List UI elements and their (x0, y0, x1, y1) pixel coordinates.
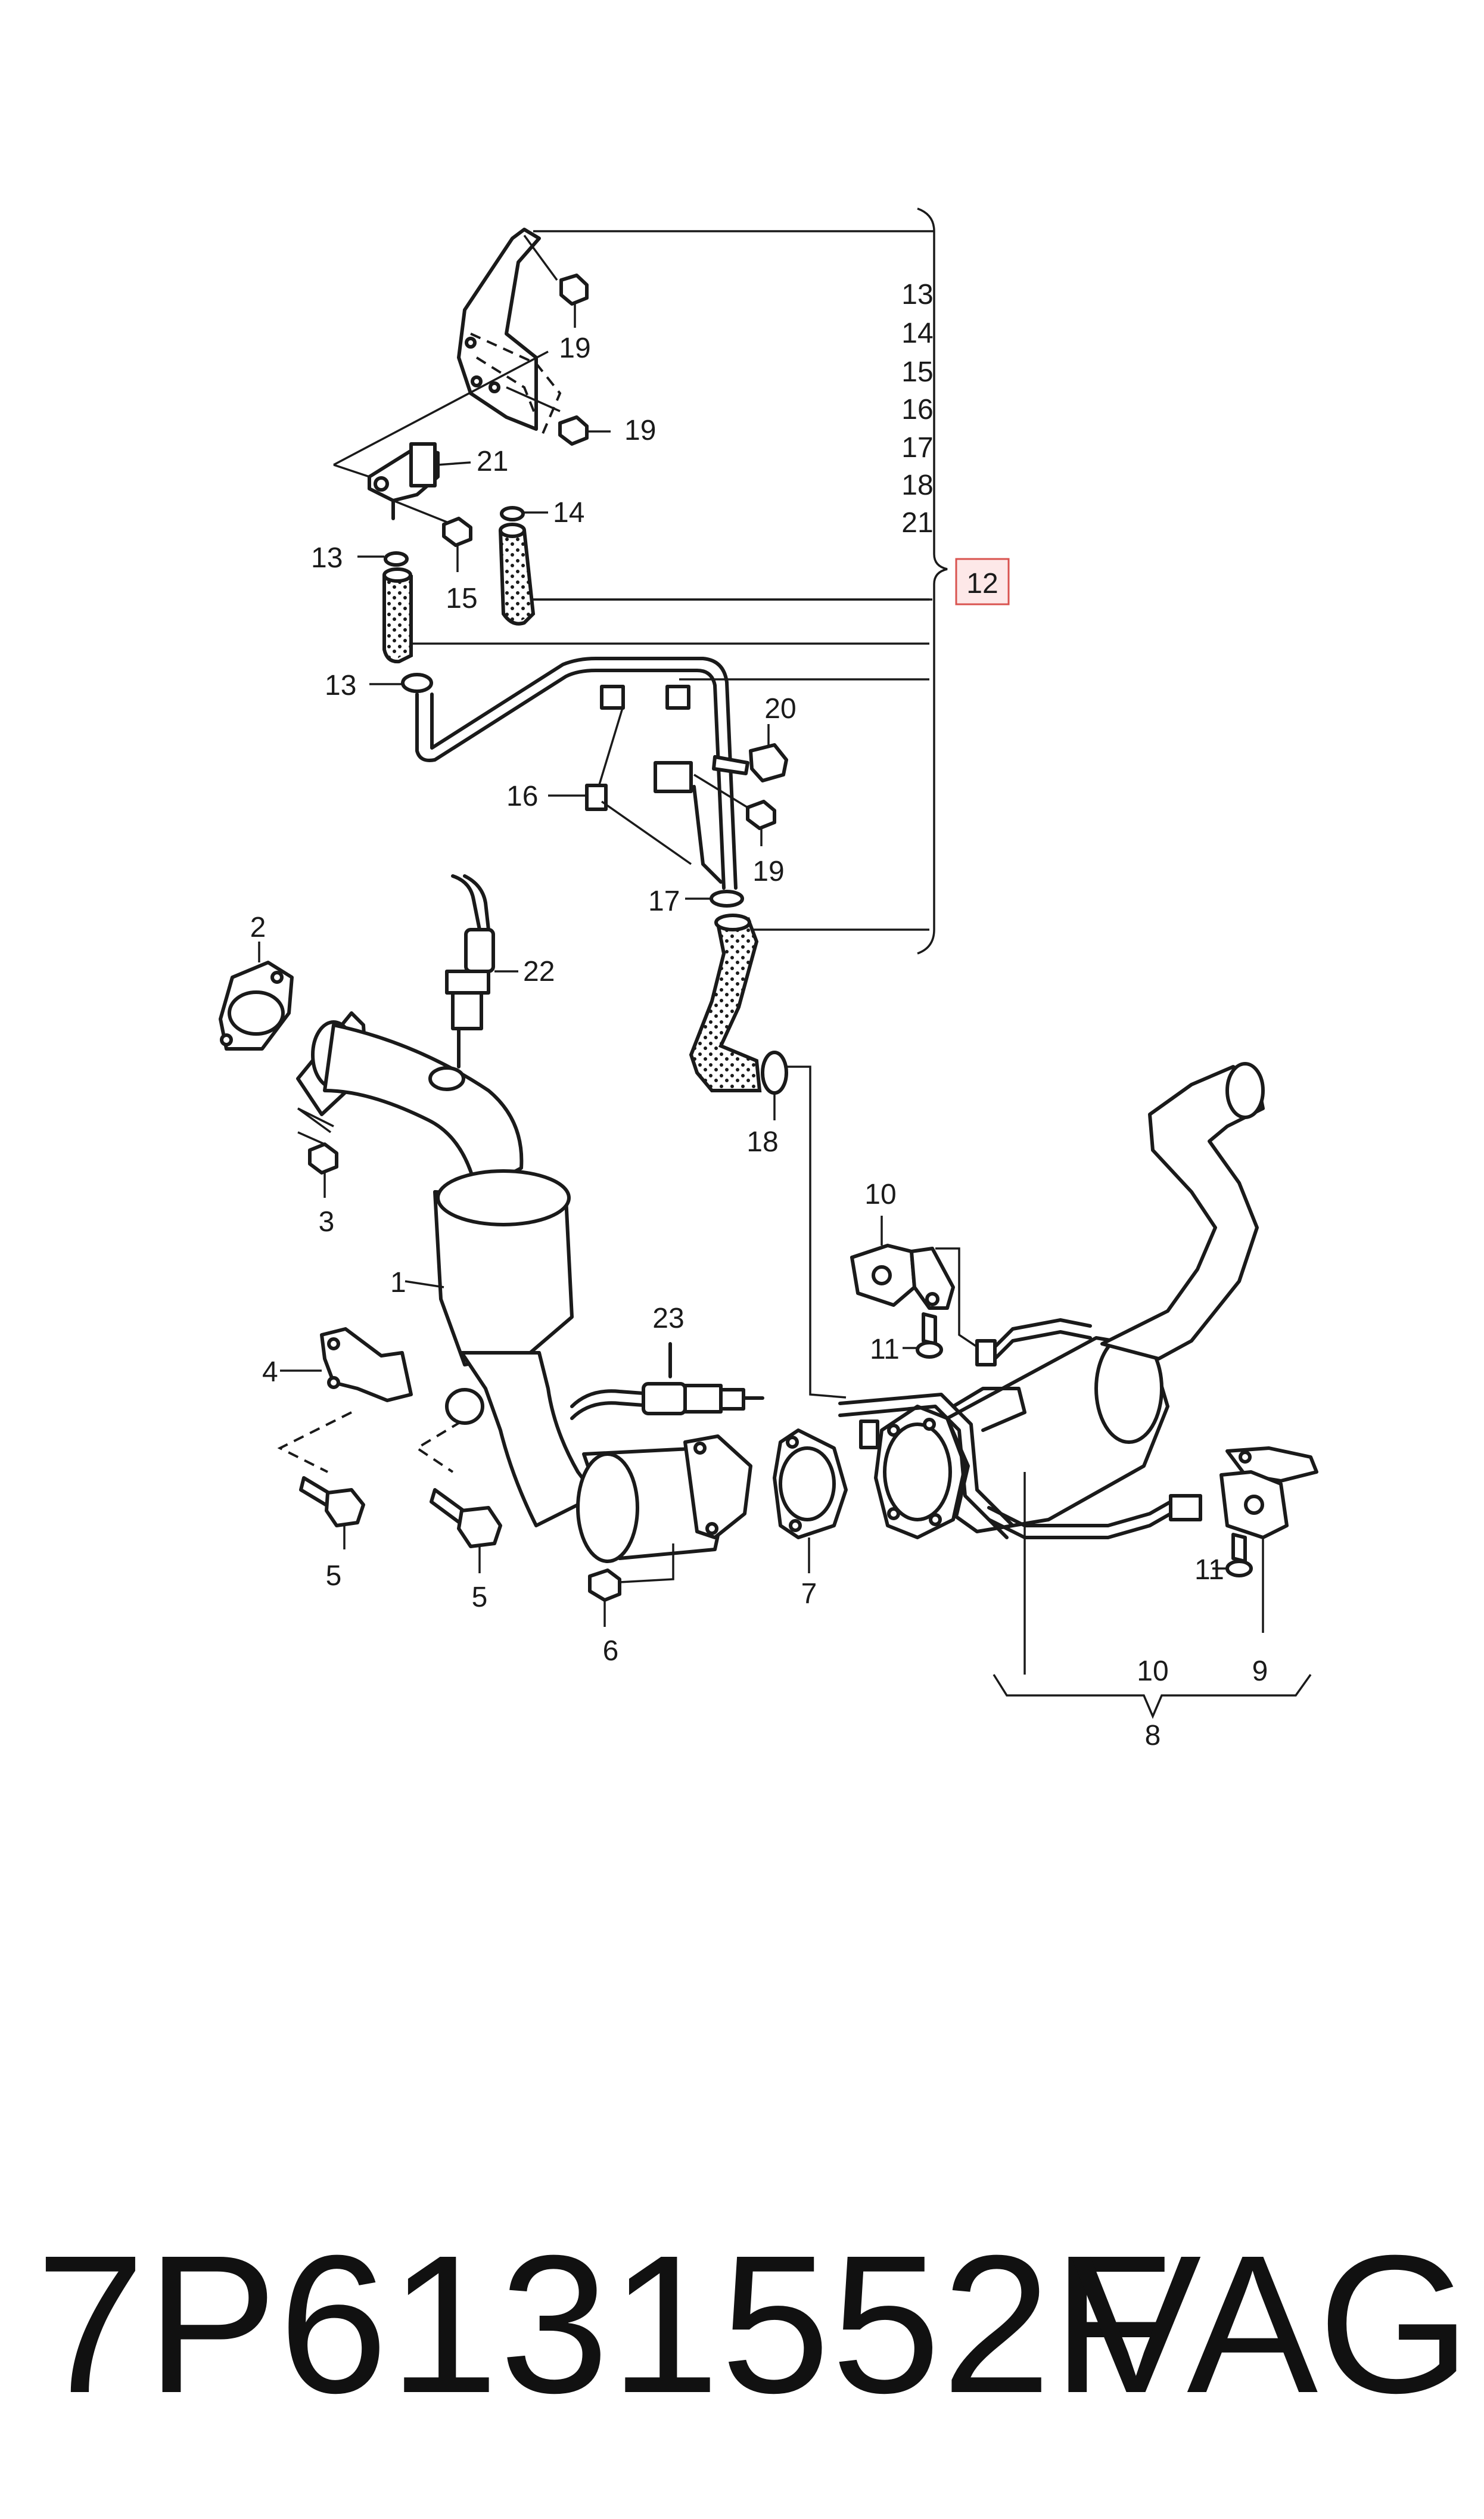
label-19a: 19 (559, 333, 590, 364)
heat-shield-bracket (333, 228, 562, 478)
long-hose (689, 914, 762, 1092)
label-5a: 5 (326, 1560, 342, 1592)
label-8: 8 (1145, 1720, 1161, 1751)
bracket-list-item: 17 (901, 432, 933, 464)
bracket-list-item: 15 (901, 356, 933, 388)
label-10b: 10 (1137, 1655, 1168, 1687)
group-8-bracket (993, 1673, 1312, 1719)
part-16-clip (548, 707, 692, 865)
label-17: 17 (648, 886, 680, 917)
part-13-hose-clamp-lower (369, 673, 433, 693)
part-1-front-pipe-catalyst (296, 1011, 598, 1527)
part-9-rubber-hanger-lower (1219, 1446, 1318, 1633)
part-7-gasket (773, 1428, 848, 1573)
part-13-hose-clamp-left (357, 551, 409, 567)
label-20: 20 (764, 693, 796, 725)
part-3-nut (297, 1131, 338, 1198)
label-11b: 11 (1194, 1554, 1224, 1586)
part-19-nut-middle (558, 415, 611, 446)
part-5-bolt-left (299, 1476, 365, 1549)
part-4-bracket (277, 1327, 413, 1473)
part-15-nut (442, 517, 472, 572)
middle-catalyst (576, 1434, 752, 1563)
part-19-nut-lower (693, 774, 776, 846)
brand-name: VAG (1070, 2214, 1471, 2434)
bracket-list-item: 21 (901, 507, 933, 539)
part-11-bolt-lower (1212, 1533, 1253, 1577)
part-6-nut (588, 1543, 674, 1627)
part-20-bolt (712, 724, 788, 782)
label-19b: 19 (624, 415, 656, 446)
label-13b: 13 (325, 670, 356, 701)
label-1: 1 (390, 1267, 406, 1299)
label-7: 7 (801, 1578, 817, 1610)
part-8-particulate-filter (838, 1062, 1265, 1675)
part-10-rubber-hanger-upper (850, 1216, 978, 1348)
label-12: 12 (966, 568, 998, 600)
bracket-list-item: 13 (901, 279, 933, 310)
part-23-lambda-probe (570, 1342, 764, 1420)
label-13a: 13 (311, 542, 343, 574)
label-2: 2 (250, 912, 266, 943)
label-5b: 5 (472, 1582, 488, 1613)
label-9: 9 (1252, 1655, 1268, 1687)
label-22: 22 (523, 956, 555, 987)
label-16: 16 (506, 781, 538, 812)
part-21-pressure-sensor (368, 442, 471, 526)
highlighted-part-12[interactable]: 12 (955, 558, 1010, 605)
pressure-pipe (415, 657, 738, 890)
label-21: 21 (477, 446, 508, 477)
label-10a: 10 (864, 1179, 896, 1210)
part-17-clamp (685, 890, 744, 908)
label-11a: 11 (870, 1334, 900, 1365)
label-6: 6 (603, 1635, 619, 1667)
small-hose-right (499, 523, 536, 626)
label-23: 23 (652, 1303, 684, 1334)
group-12-bracket (386, 207, 948, 955)
bracket-list-item: 14 (901, 318, 933, 349)
part-5-bolt-right (415, 1388, 502, 1573)
part-18-clamp (761, 1051, 847, 1399)
label-19c: 19 (752, 856, 784, 887)
label-3: 3 (319, 1206, 335, 1238)
label-4: 4 (262, 1356, 278, 1388)
part-2-gasket (219, 942, 294, 1051)
part-number: 7P6131552F (36, 2214, 1174, 2434)
bracket-list-item: 16 (901, 394, 933, 425)
callout-labels: 19 19 21 14 13 15 13 20 16 19 17 2 22 18… (250, 333, 1268, 1751)
part-19-nut-top (559, 274, 589, 328)
bracket-list-item: 18 (901, 470, 933, 501)
bracket-list: 13 14 15 16 17 18 21 (901, 279, 933, 539)
label-14: 14 (553, 497, 584, 529)
part-22-lambda-probe (445, 874, 518, 1069)
part-14-hose-clamp-right (500, 506, 548, 521)
label-15: 15 (446, 583, 477, 614)
part-11-bolt-upper (903, 1312, 943, 1359)
small-hose-left (382, 567, 413, 664)
label-18: 18 (746, 1126, 778, 1158)
